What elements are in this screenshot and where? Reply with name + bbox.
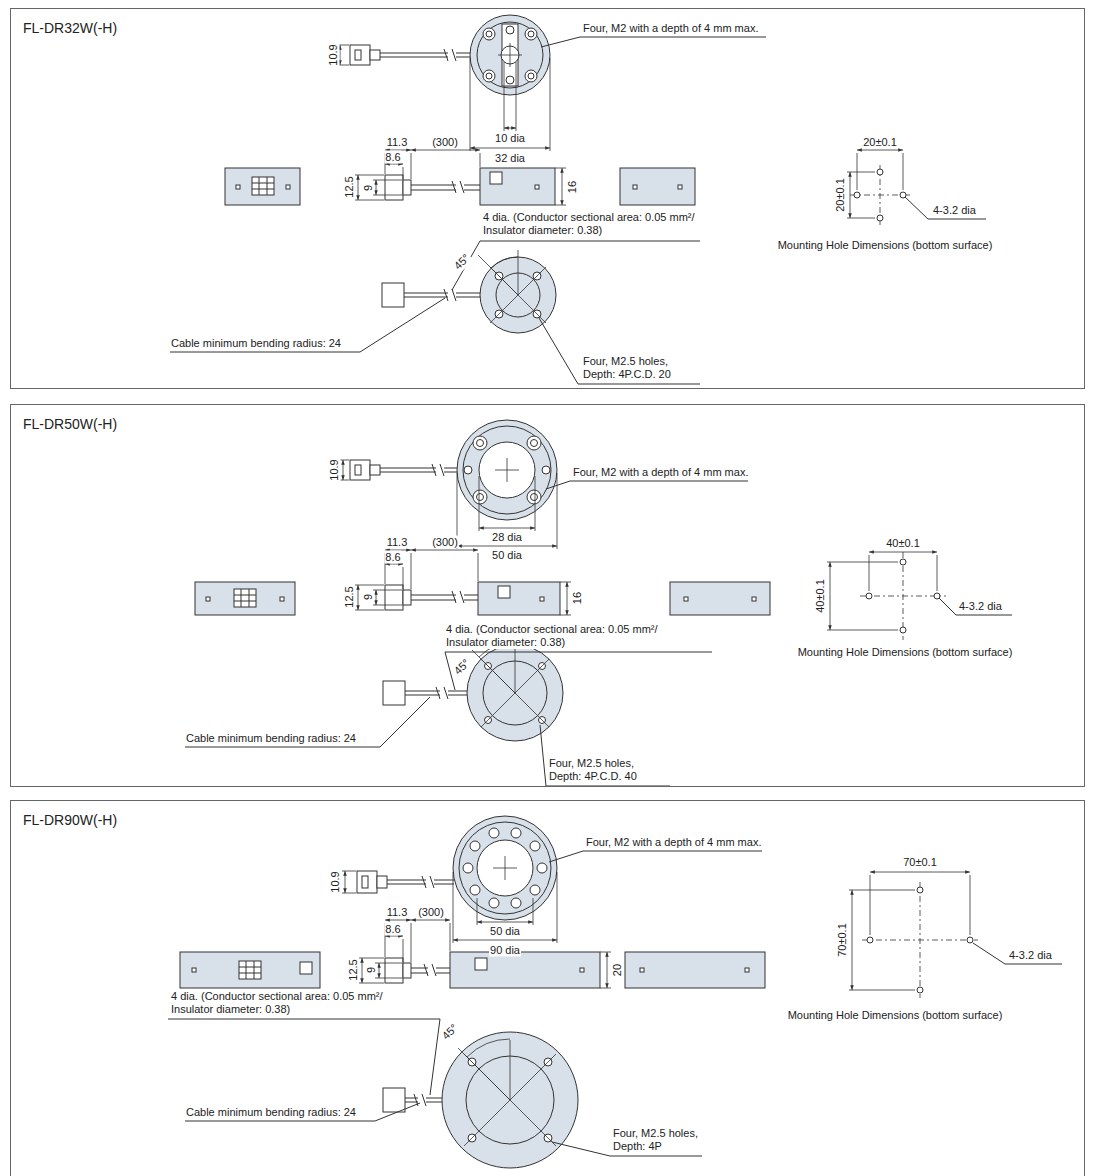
note-text: 4 dia. (Conductor sectional area: 0.05 m…	[170, 990, 422, 1016]
dimension-value: 12.5	[343, 585, 356, 608]
dimension-label: Mounting Hole Dimensions (bottom surface…	[787, 1009, 1004, 1022]
dimension-value: 20±0.1	[834, 177, 847, 213]
panel-frame: FL-DR32W(-H)	[10, 8, 1085, 389]
dimension-value: 12.5	[343, 175, 356, 198]
panel2-art	[185, 420, 1012, 786]
dimension-label: (300)	[431, 136, 459, 149]
note-text: 4 dia. (Conductor sectional area: 0.05 m…	[482, 211, 734, 237]
dimension-value: 16	[566, 180, 579, 194]
dimension-value: 10.9	[327, 43, 340, 66]
dimension-label: 11.3	[386, 906, 409, 919]
dimension-value: 45°	[451, 656, 473, 678]
note-text: Four, M2.5 holes, Depth: 4P	[612, 1127, 719, 1153]
dimension-value: 10.9	[329, 870, 342, 893]
dimension-label: Four, M2 with a depth of 4 mm max.	[572, 466, 749, 479]
dimension-label: 4-3.2 dia	[958, 600, 1003, 613]
note-text: Four, M2.5 holes, Depth: 4P.C.D. 40	[548, 757, 655, 783]
dimension-value: 9	[362, 593, 375, 601]
dimension-label: Mounting Hole Dimensions (bottom surface…	[777, 239, 994, 252]
dimension-value: 40±0.1	[814, 578, 827, 614]
dimension-label: 8.6	[384, 551, 401, 564]
dimension-value: 70±0.1	[836, 922, 849, 958]
dimension-label: 50 dia	[491, 549, 523, 562]
model-title: FL-DR50W(-H)	[23, 416, 117, 432]
panel-frame: FL-DR50W(-H)	[10, 404, 1085, 787]
dimension-value: 10.9	[328, 458, 341, 481]
model-title: FL-DR32W(-H)	[23, 20, 117, 36]
panel3-art	[168, 816, 1062, 1168]
dimension-label: 4-3.2 dia	[932, 204, 977, 217]
dimension-label: (300)	[431, 536, 459, 549]
note-text: 4 dia. (Conductor sectional area: 0.05 m…	[445, 623, 697, 649]
dimension-value: 9	[362, 184, 375, 192]
model-title: FL-DR90W(-H)	[23, 812, 117, 828]
dimension-label: 50 dia	[489, 925, 521, 938]
dimension-value: 45°	[451, 251, 473, 273]
dimension-label: Four, M2 with a depth of 4 mm max.	[585, 836, 762, 849]
dimension-label: Cable minimum bending radius: 24	[170, 337, 342, 350]
dimension-label: 32 dia	[494, 152, 526, 165]
dimension-value: 12.5	[347, 958, 360, 981]
dimension-value: 20	[611, 963, 624, 977]
dimension-label: Mounting Hole Dimensions (bottom surface…	[797, 646, 1014, 659]
dimension-label: 28 dia	[491, 531, 523, 544]
dimension-label: Cable minimum bending radius: 24	[185, 732, 357, 745]
dimension-label: 20±0.1	[862, 136, 898, 149]
dimension-label: 70±0.1	[902, 856, 938, 869]
dimension-value: 16	[571, 591, 584, 605]
dimension-label: 10 dia	[494, 132, 526, 145]
note-text: Four, M2.5 holes, Depth: 4P.C.D. 20	[582, 355, 689, 381]
dimension-label: 40±0.1	[885, 537, 921, 550]
dimension-label: 8.6	[384, 923, 401, 936]
dimension-label: 11.3	[386, 536, 409, 549]
dimension-label: 8.6	[384, 151, 401, 164]
dimension-label: 90 dia	[489, 944, 521, 957]
dimension-label: 11.3	[386, 136, 409, 149]
panel1-art	[170, 15, 986, 384]
dimension-value: 9	[365, 966, 378, 974]
dimension-label: (300)	[417, 906, 445, 919]
dimension-value: 45°	[439, 1021, 461, 1043]
dimension-label: 4-3.2 dia	[1008, 949, 1053, 962]
dimension-label: Four, M2 with a depth of 4 mm max.	[582, 22, 759, 35]
dimension-label: Cable minimum bending radius: 24	[185, 1106, 357, 1119]
